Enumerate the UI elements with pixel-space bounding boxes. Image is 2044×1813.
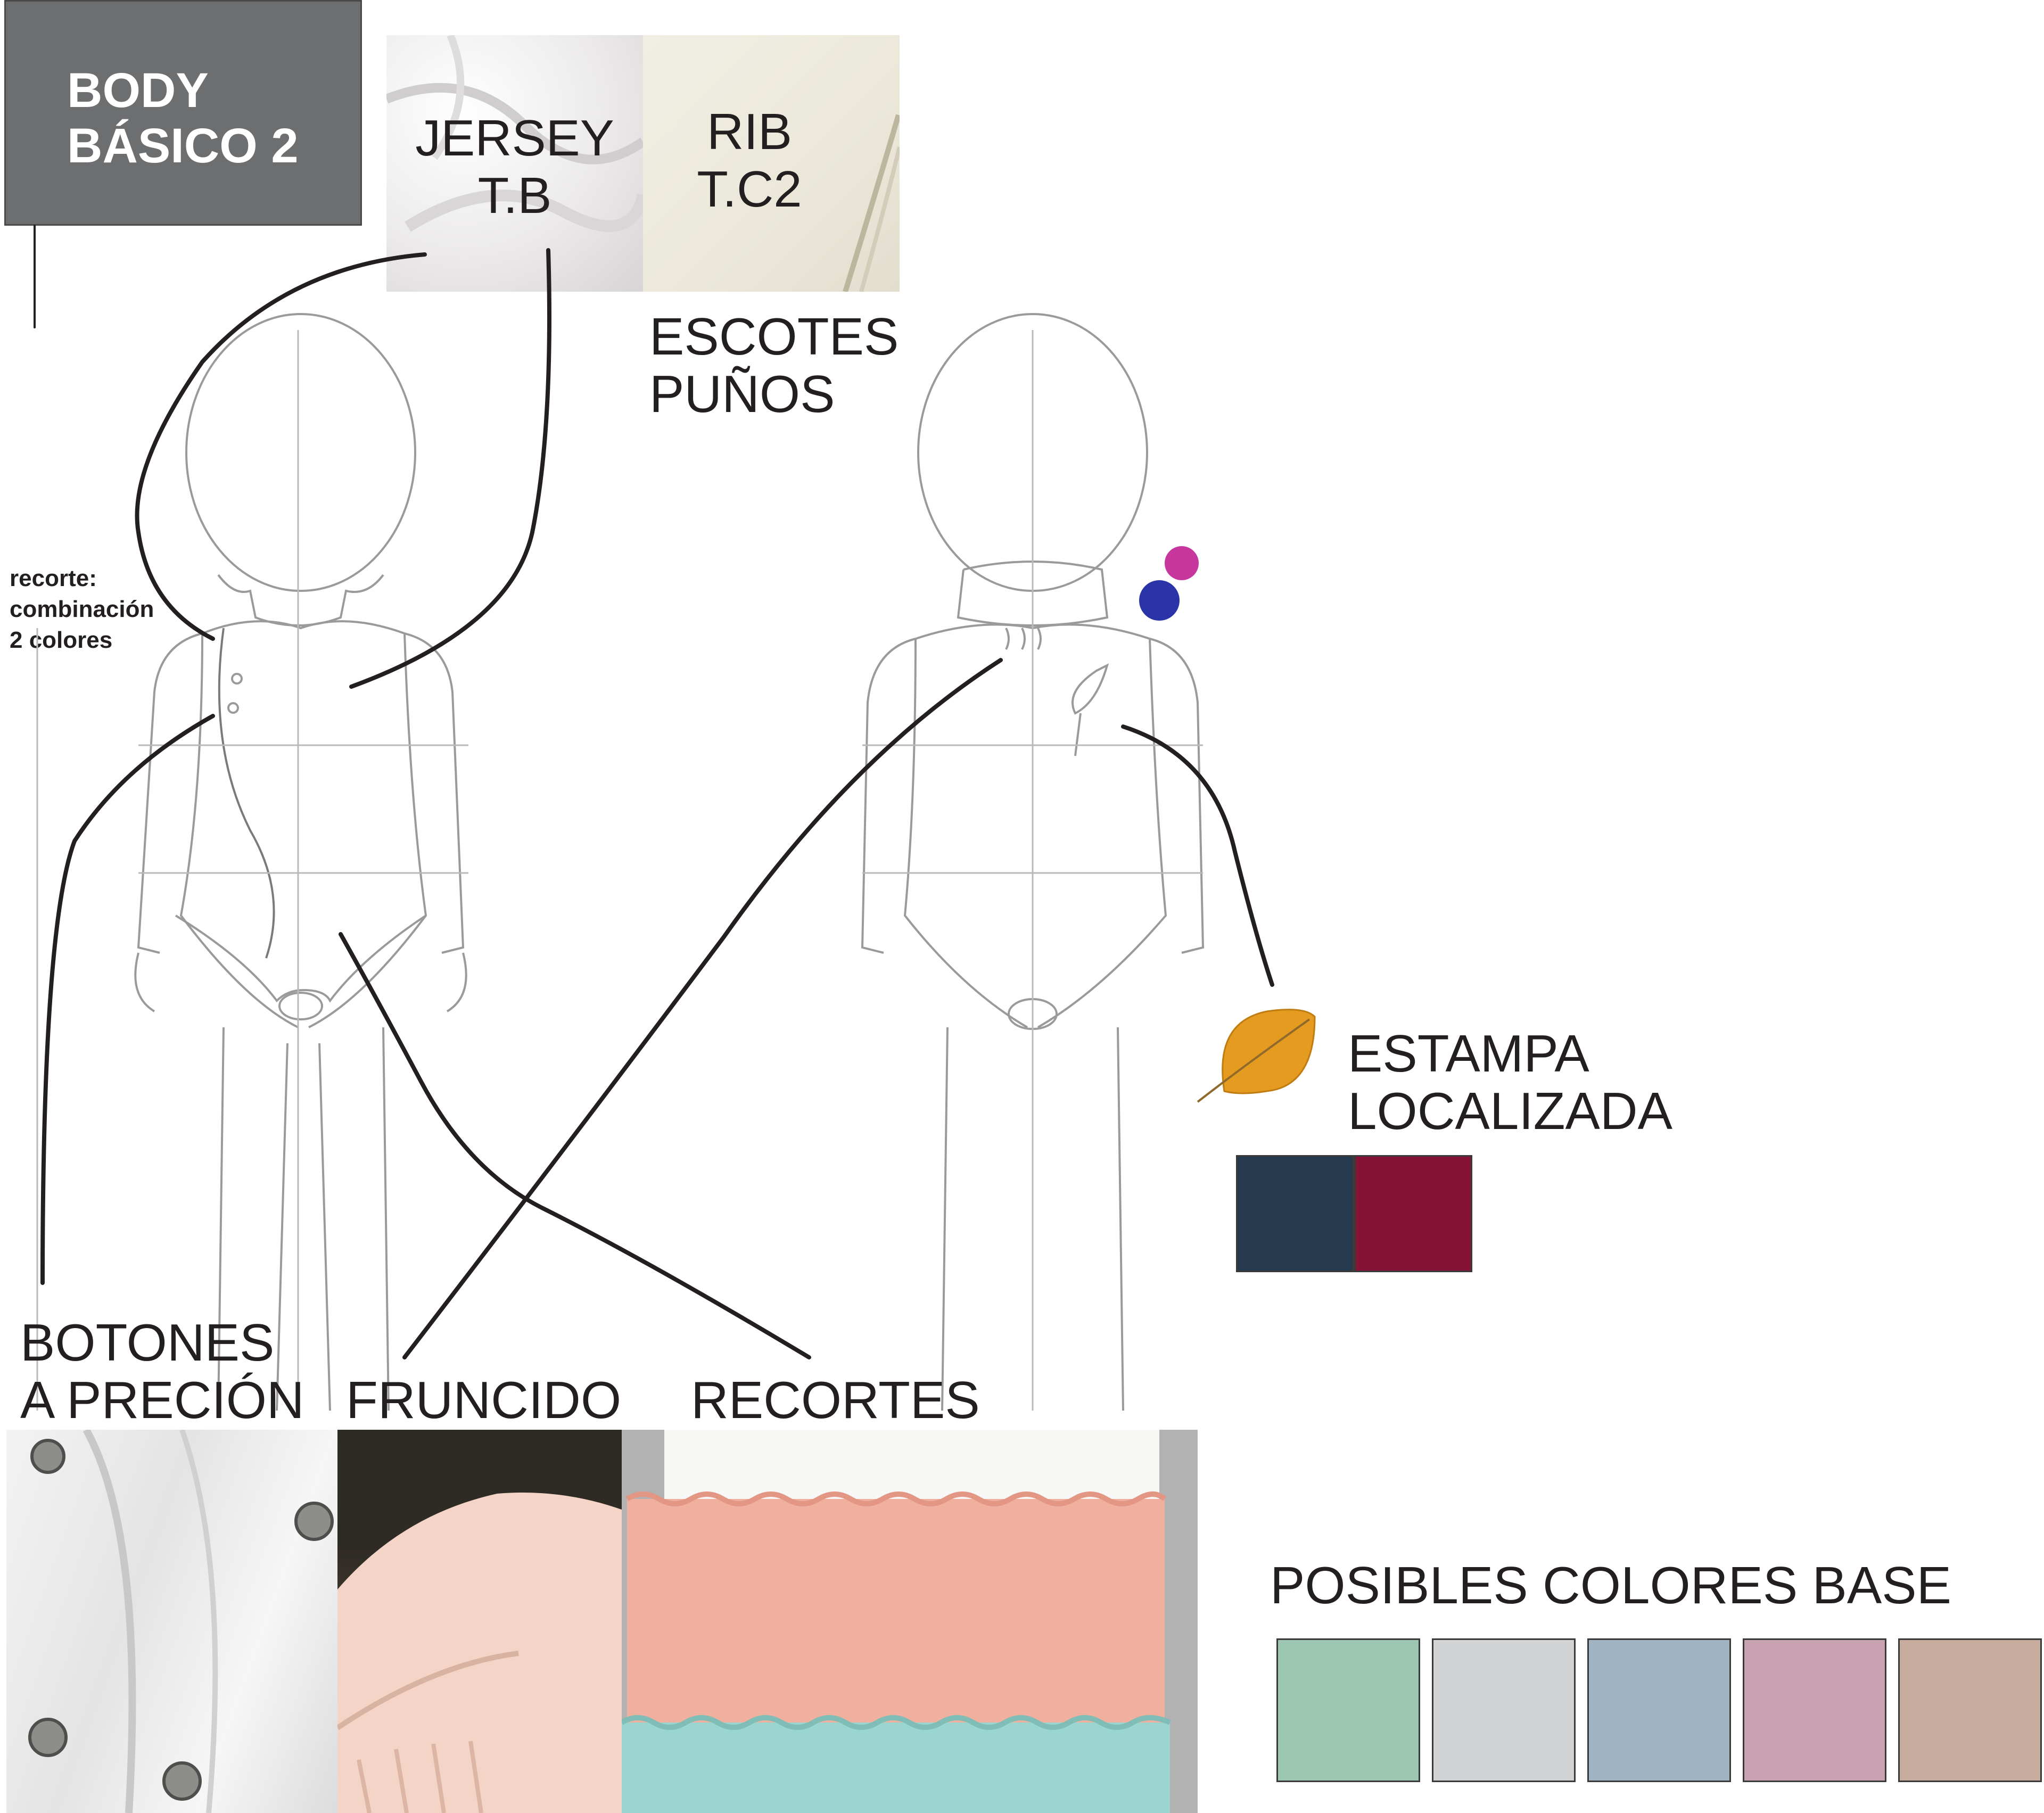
print-callout-line <box>1121 724 1274 987</box>
print-color-chip-navy <box>1236 1155 1354 1272</box>
title-block: BODY BÁSICO 2 <box>4 0 362 226</box>
front-figure-guides <box>36 330 468 1411</box>
buttons-label-line-2: A PRECIÓN <box>20 1371 304 1429</box>
print-label-line-2: LOCALIZADA <box>1348 1082 1672 1140</box>
title-line-2: BÁSICO 2 <box>67 119 299 173</box>
ruffle-label: FRUNCIDO <box>346 1371 622 1429</box>
leaf-icon <box>1197 1009 1316 1103</box>
base-color-chip-mauve <box>1743 1638 1886 1782</box>
magenta-dot <box>1165 546 1199 580</box>
neckline-label: ESCOTES <box>649 307 899 366</box>
jersey-label: JERSEY T.B <box>386 110 643 225</box>
cut-note-line-1: recorte: <box>10 565 97 591</box>
base-color-chip-blue <box>1587 1638 1731 1782</box>
ruffle-callout-line <box>402 658 1003 1359</box>
buttons-callout-line <box>40 714 215 1285</box>
jersey-fabric-swatch: JERSEY T.B <box>386 35 643 292</box>
ruffle-photo <box>337 1430 622 1813</box>
cuts-callout-line <box>339 932 811 1359</box>
cut-note-line-2: combinación <box>10 596 154 622</box>
print-label-line-1: ESTAMPA <box>1348 1024 1589 1083</box>
jersey-callout-line-2 <box>349 248 551 689</box>
cut-panels-illustration <box>622 1430 1172 1813</box>
rib-label-line-1: RIB <box>706 103 793 160</box>
jersey-label-line-2: T.B <box>477 167 552 224</box>
snap-buttons-photo <box>6 1430 337 1813</box>
print-label: ESTAMPA LOCALIZADA <box>1348 1025 1672 1140</box>
base-color-chip-taupe <box>1898 1638 2042 1782</box>
front-figure-sketch <box>134 313 467 1411</box>
rib-fold-texture <box>843 114 900 292</box>
cut-panels-photo <box>622 1430 1198 1813</box>
jersey-callout-line <box>135 252 427 641</box>
buttons-label: BOTONES A PRECIÓN <box>20 1314 304 1429</box>
base-color-chip-green <box>1276 1638 1420 1782</box>
garment-title: BODY BÁSICO 2 <box>67 63 299 174</box>
buttons-label-line-1: BOTONES <box>20 1313 275 1372</box>
rib-label: RIB T.C2 <box>643 103 856 218</box>
base-colors-title: POSIBLES COLORES BASE <box>1270 1556 1951 1614</box>
snap-buttons-illustration <box>28 1430 334 1813</box>
cuffs-label: PUÑOS <box>649 365 835 423</box>
cut-note-line-3: 2 colores <box>10 627 113 653</box>
jersey-fold-texture <box>386 35 643 232</box>
rib-fabric-swatch: RIB T.C2 <box>643 35 900 292</box>
cuts-label: RECORTES <box>691 1371 980 1429</box>
print-color-chip-burgundy <box>1354 1155 1472 1272</box>
jersey-label-line-1: JERSEY <box>415 110 614 167</box>
back-figure-sketch <box>861 313 1205 1411</box>
cut-note: recorte: combinación 2 colores <box>10 563 154 656</box>
ruffle-illustration <box>337 1493 622 1813</box>
title-line-1: BODY <box>67 63 209 118</box>
base-color-chip-gray <box>1432 1638 1576 1782</box>
rib-label-line-2: T.C2 <box>697 161 802 218</box>
blue-dot <box>1139 580 1180 621</box>
back-figure-guides <box>862 330 1203 1411</box>
neckline-cuffs-label: ESCOTES PUÑOS <box>649 308 899 423</box>
